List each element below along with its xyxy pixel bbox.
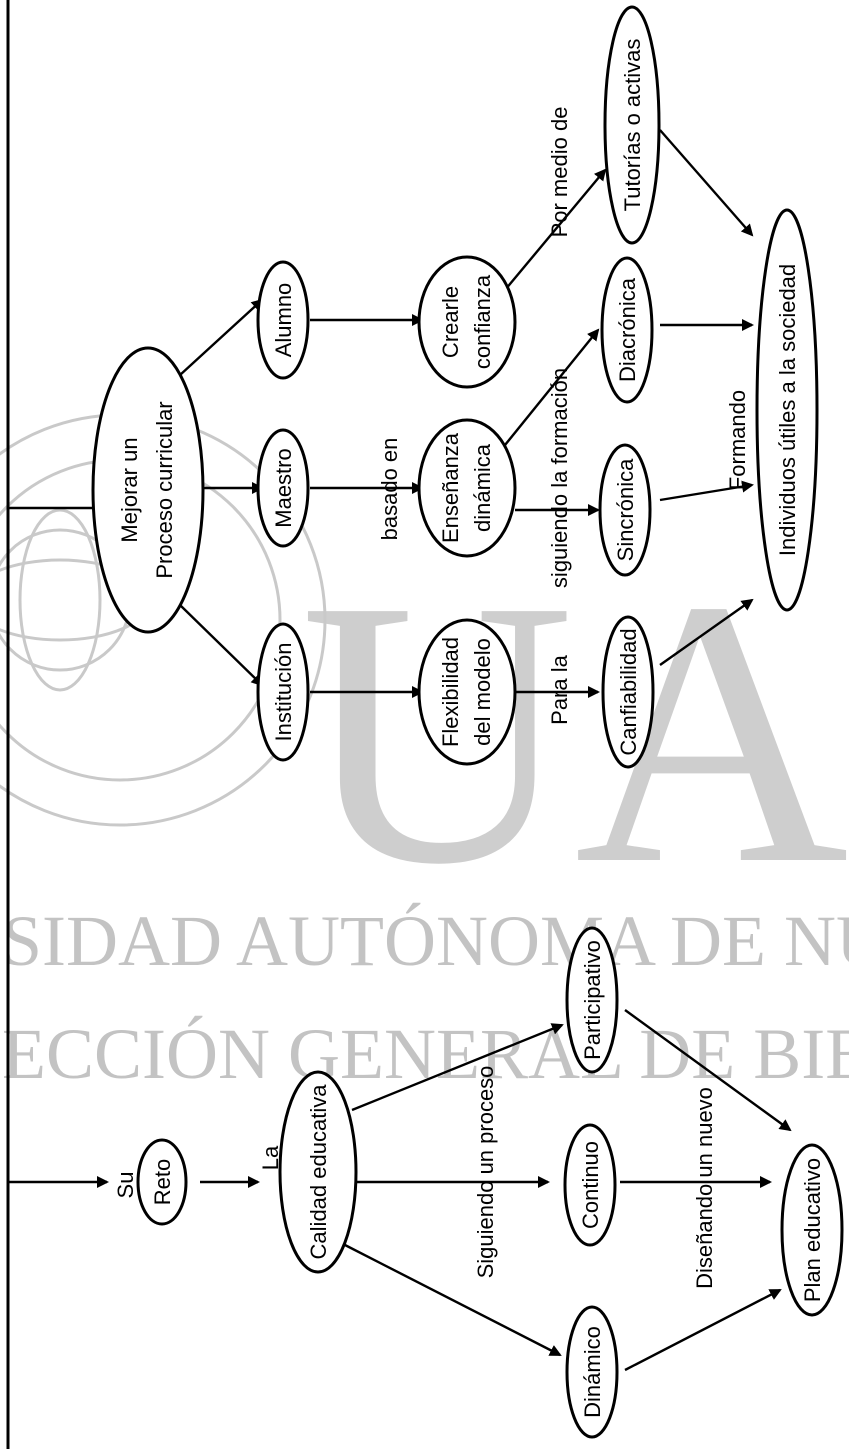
svg-text:Dinámico: Dinámico xyxy=(580,1326,605,1418)
label-para-la: Para la xyxy=(547,654,572,724)
svg-text:Tutorías o activas: Tutorías o activas xyxy=(620,39,645,212)
node-diacronica: Diacrónica xyxy=(600,256,654,404)
svg-text:dinámica: dinámica xyxy=(470,443,495,532)
node-maestro: Maestro xyxy=(256,428,310,548)
nodes: Reto Calidad educativa Dinámico Continuo… xyxy=(91,5,844,1439)
svg-text:Continuo: Continuo xyxy=(578,1141,603,1229)
svg-text:Institución: Institución xyxy=(271,642,296,741)
node-individuos-utiles: Individuos útiles a la sociedad xyxy=(755,208,819,612)
svg-text:Flexibilidad: Flexibilidad xyxy=(438,637,463,747)
svg-text:Crearle: Crearle xyxy=(438,286,463,358)
node-tutorias-o-activas: Tutorías o activas xyxy=(603,5,661,245)
svg-text:del modelo: del modelo xyxy=(470,638,495,746)
watermark-line-1: SIDAD AUTÓNOMA DE NUEVO xyxy=(2,901,849,981)
node-dinamico: Dinámico xyxy=(565,1305,619,1439)
label-siguiendo-un-proceso: Siguiendo un proceso xyxy=(473,1066,498,1279)
label-disenando-un-nuevo: Diseñando un nuevo xyxy=(692,1087,717,1289)
svg-text:Mejorar un: Mejorar un xyxy=(117,437,142,542)
svg-text:Alumno: Alumno xyxy=(271,283,296,358)
label-siguiendo-la-formacion: siguiendo la formación xyxy=(547,368,572,588)
svg-text:Enseñanza: Enseñanza xyxy=(438,432,463,543)
node-institucion: Institución xyxy=(256,622,310,762)
svg-text:Diacrónica: Diacrónica xyxy=(615,277,640,382)
svg-text:Maestro: Maestro xyxy=(271,448,296,527)
node-mejorar-proceso-curricular: Mejorar un Proceso curricular xyxy=(91,346,205,634)
svg-text:Reto: Reto xyxy=(150,1159,175,1205)
watermark-uan: UAN xyxy=(300,522,849,943)
node-participativo: Participativo xyxy=(565,926,619,1074)
svg-text:Canfiabilidad: Canfiabilidad xyxy=(616,628,641,755)
svg-text:Participativo: Participativo xyxy=(580,940,605,1060)
node-plan-educativo: Plan educativo xyxy=(780,1143,844,1317)
label-por-medio-de: Por medio de xyxy=(547,107,572,238)
label-formando: Formando xyxy=(725,390,750,490)
node-sincronica: Sincrónica xyxy=(598,443,652,577)
node-reto: Reto xyxy=(136,1138,188,1226)
node-alumno: Alumno xyxy=(256,260,310,380)
node-continuo: Continuo xyxy=(563,1123,617,1247)
svg-text:Plan educativo: Plan educativo xyxy=(800,1158,825,1302)
node-ensenanza-dinamica: Enseñanza dinámica xyxy=(417,418,517,558)
label-su: Su xyxy=(113,1172,138,1199)
svg-text:Calidad educativa: Calidad educativa xyxy=(306,1084,331,1260)
svg-text:Individuos útiles a la socieda: Individuos útiles a la sociedad xyxy=(775,264,800,556)
node-canfiabilidad: Canfiabilidad xyxy=(601,615,655,769)
label-basado-en: basado en xyxy=(377,438,402,541)
edge-labels: Su La Siguiendo un proceso Diseñando un … xyxy=(113,107,750,1289)
node-crearle-confianza: Crearle confianza xyxy=(417,255,517,389)
edges xyxy=(8,129,792,1372)
node-flexibilidad-del-modelo: Flexibilidad del modelo xyxy=(417,618,517,766)
svg-text:Proceso curricular: Proceso curricular xyxy=(152,401,177,578)
watermark-line-2: ECCIÓN GENERAL DE BIBLIOTECA xyxy=(2,1014,849,1094)
svg-text:confianza: confianza xyxy=(470,274,495,369)
node-calidad-educativa: Calidad educativa xyxy=(278,1070,358,1274)
svg-text:Sincrónica: Sincrónica xyxy=(613,458,638,561)
